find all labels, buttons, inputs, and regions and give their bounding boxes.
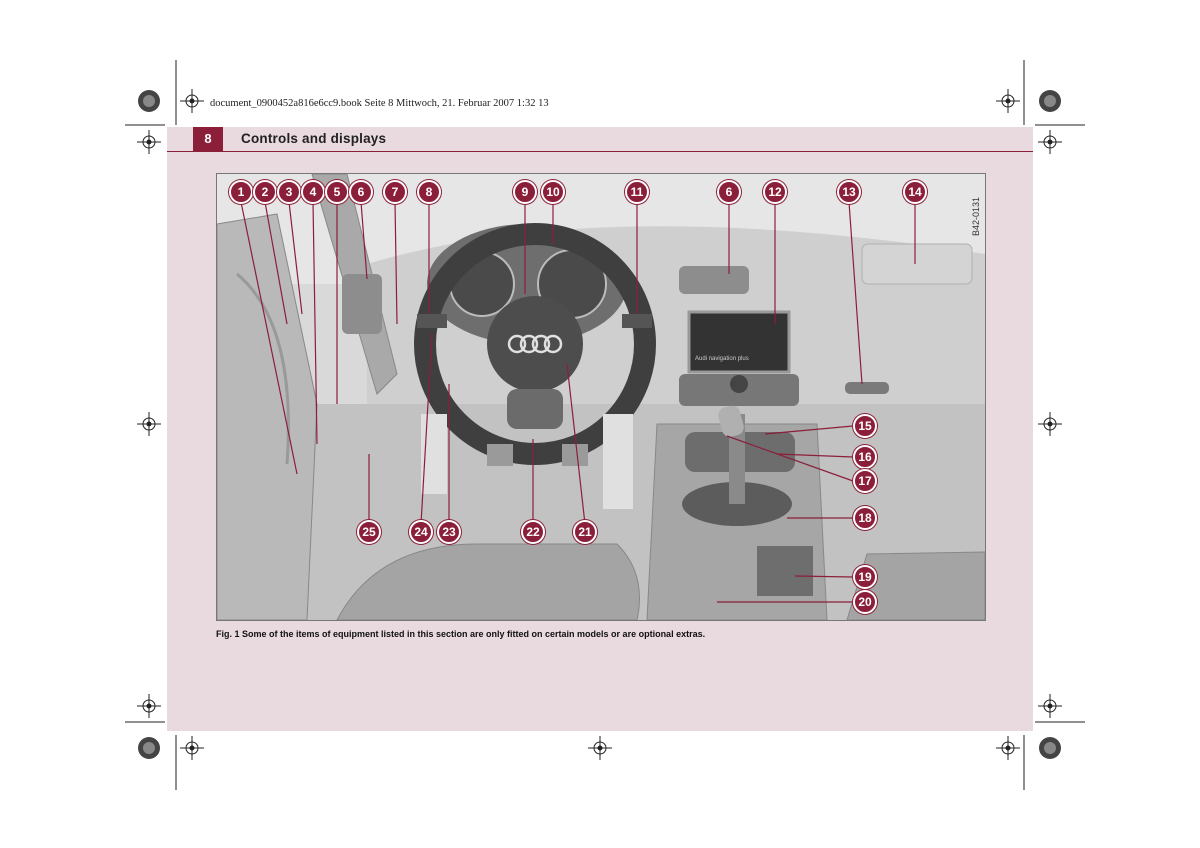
callout-1: 1 (229, 180, 253, 204)
figure-code-text: B42-0131 (971, 197, 981, 236)
callout-20: 20 (853, 590, 877, 614)
callout-18: 18 (853, 506, 877, 530)
figure-caption: Fig. 1 Some of the items of equipment li… (216, 629, 706, 639)
nav-screen-text: Audi navigation plus (695, 356, 749, 362)
callout-2: 2 (253, 180, 277, 204)
callout-10: 10 (541, 180, 565, 204)
callout-7: 7 (383, 180, 407, 204)
cockpit-illustration: Audi navigation plus (216, 173, 986, 621)
page-number: 8 (204, 131, 212, 146)
callout-11: 11 (625, 180, 649, 204)
callout-4: 4 (301, 180, 325, 204)
print-file-info: document_0900452a816e6cc9.book Seite 8 M… (210, 98, 549, 109)
callout-24: 24 (409, 520, 433, 544)
callout-14: 14 (903, 180, 927, 204)
callout-17: 17 (853, 469, 877, 493)
callout-19: 19 (853, 565, 877, 589)
callout-22: 22 (521, 520, 545, 544)
callout-5: 5 (325, 180, 349, 204)
callout-25: 25 (357, 520, 381, 544)
callout-15: 15 (853, 414, 877, 438)
page-number-box (193, 127, 223, 151)
callout-3: 3 (277, 180, 301, 204)
callout-13: 13 (837, 180, 861, 204)
figure-code: B42-0131 (971, 197, 981, 236)
callout-8: 8 (417, 180, 441, 204)
callout-6: 6 (349, 180, 373, 204)
callout-21: 21 (573, 520, 597, 544)
cockpit-drawing: Audi navigation plus (217, 174, 985, 620)
callout-23: 23 (437, 520, 461, 544)
callout-16: 16 (853, 445, 877, 469)
section-title: Controls and displays (241, 131, 387, 146)
header-rule (167, 151, 1033, 152)
callout-6b: 6 (717, 180, 741, 204)
callout-12: 12 (763, 180, 787, 204)
callout-9: 9 (513, 180, 537, 204)
